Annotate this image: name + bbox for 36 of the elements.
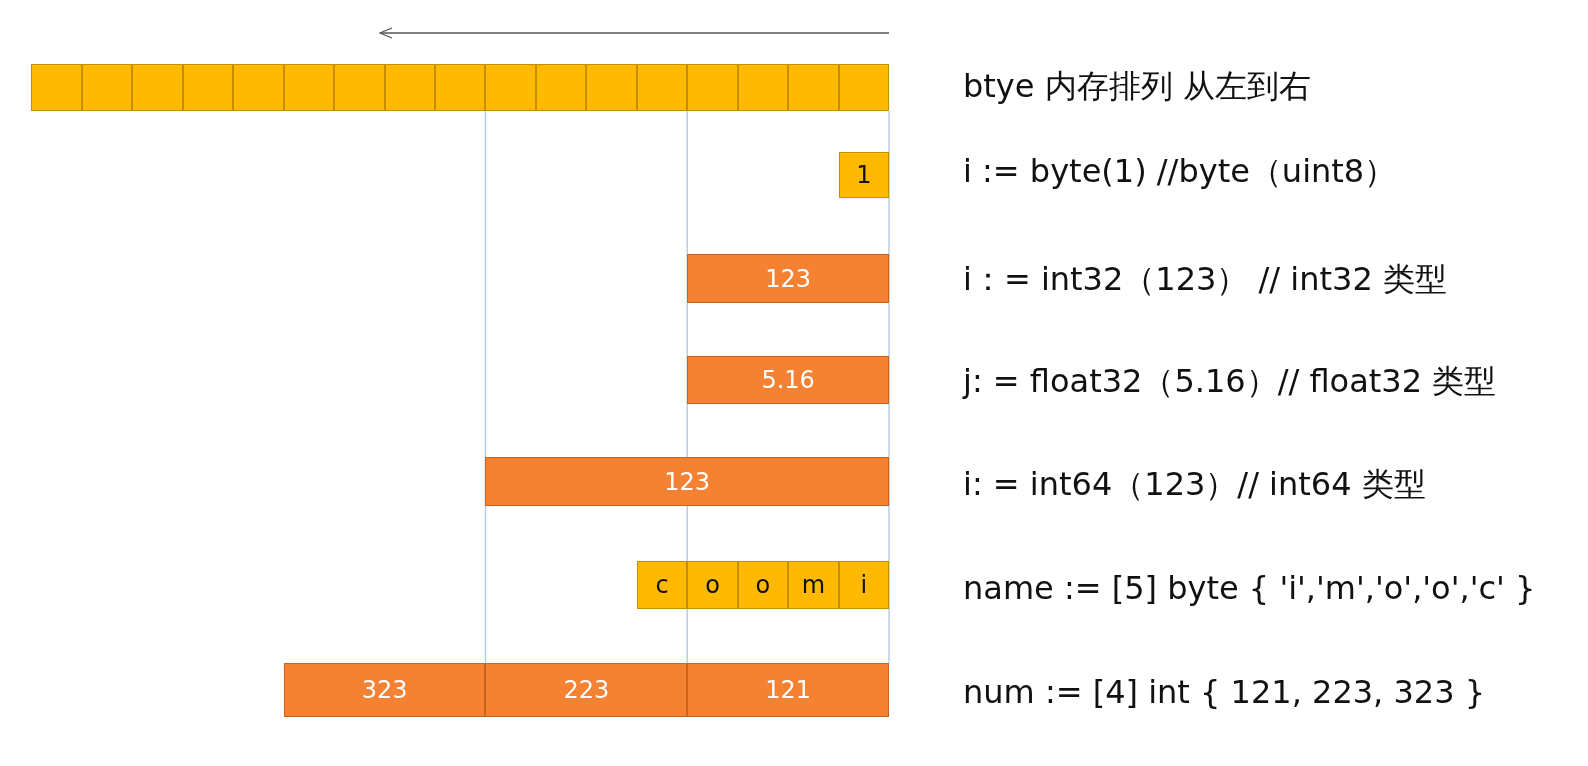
- byte-cell: [81, 64, 133, 111]
- byte-cell: [334, 64, 385, 111]
- memory-block: o: [737, 561, 789, 609]
- code-line: i: = int64（123）// int64 类型: [963, 464, 1426, 505]
- byte-cell: [838, 64, 890, 111]
- memory-block: 121: [687, 663, 890, 717]
- byte-cell: [31, 64, 82, 111]
- byte-cell: [132, 64, 183, 111]
- byte-cell: [788, 64, 839, 111]
- byte-cell: [435, 64, 486, 111]
- heading-note: btye 内存排列 从左到右: [963, 66, 1311, 107]
- byte-cell: [485, 64, 536, 111]
- memory-block: 1: [838, 152, 890, 198]
- byte-cell: [737, 64, 789, 111]
- code-line: i := byte(1) //byte（uint8）: [963, 151, 1397, 192]
- byte-cell: [636, 64, 688, 111]
- memory-block: 123: [687, 254, 890, 303]
- memory-block: 223: [485, 663, 688, 717]
- byte-cell: [182, 64, 234, 111]
- code-line: num := [4] int { 121, 223, 323 }: [963, 673, 1486, 711]
- memory-block: o: [687, 561, 738, 609]
- memory-block: 5.16: [687, 356, 890, 404]
- memory-block: 123: [485, 457, 890, 506]
- byte-cell: [384, 64, 435, 111]
- code-line: i：= int32（123） // int32 类型: [963, 259, 1447, 300]
- memory-block: m: [788, 561, 839, 609]
- memory-block: c: [636, 561, 688, 609]
- byte-cell: [233, 64, 284, 111]
- code-line: j: = float32（5.16）// float32 类型: [963, 361, 1497, 402]
- byte-cell: [586, 64, 637, 111]
- memory-block: 323: [283, 663, 486, 717]
- byte-cell: [535, 64, 587, 111]
- byte-cell: [283, 64, 335, 111]
- code-line: name := [5] byte { 'i','m','o','o','c' }: [963, 569, 1536, 607]
- byte-cell: [687, 64, 738, 111]
- memory-block: i: [838, 561, 890, 609]
